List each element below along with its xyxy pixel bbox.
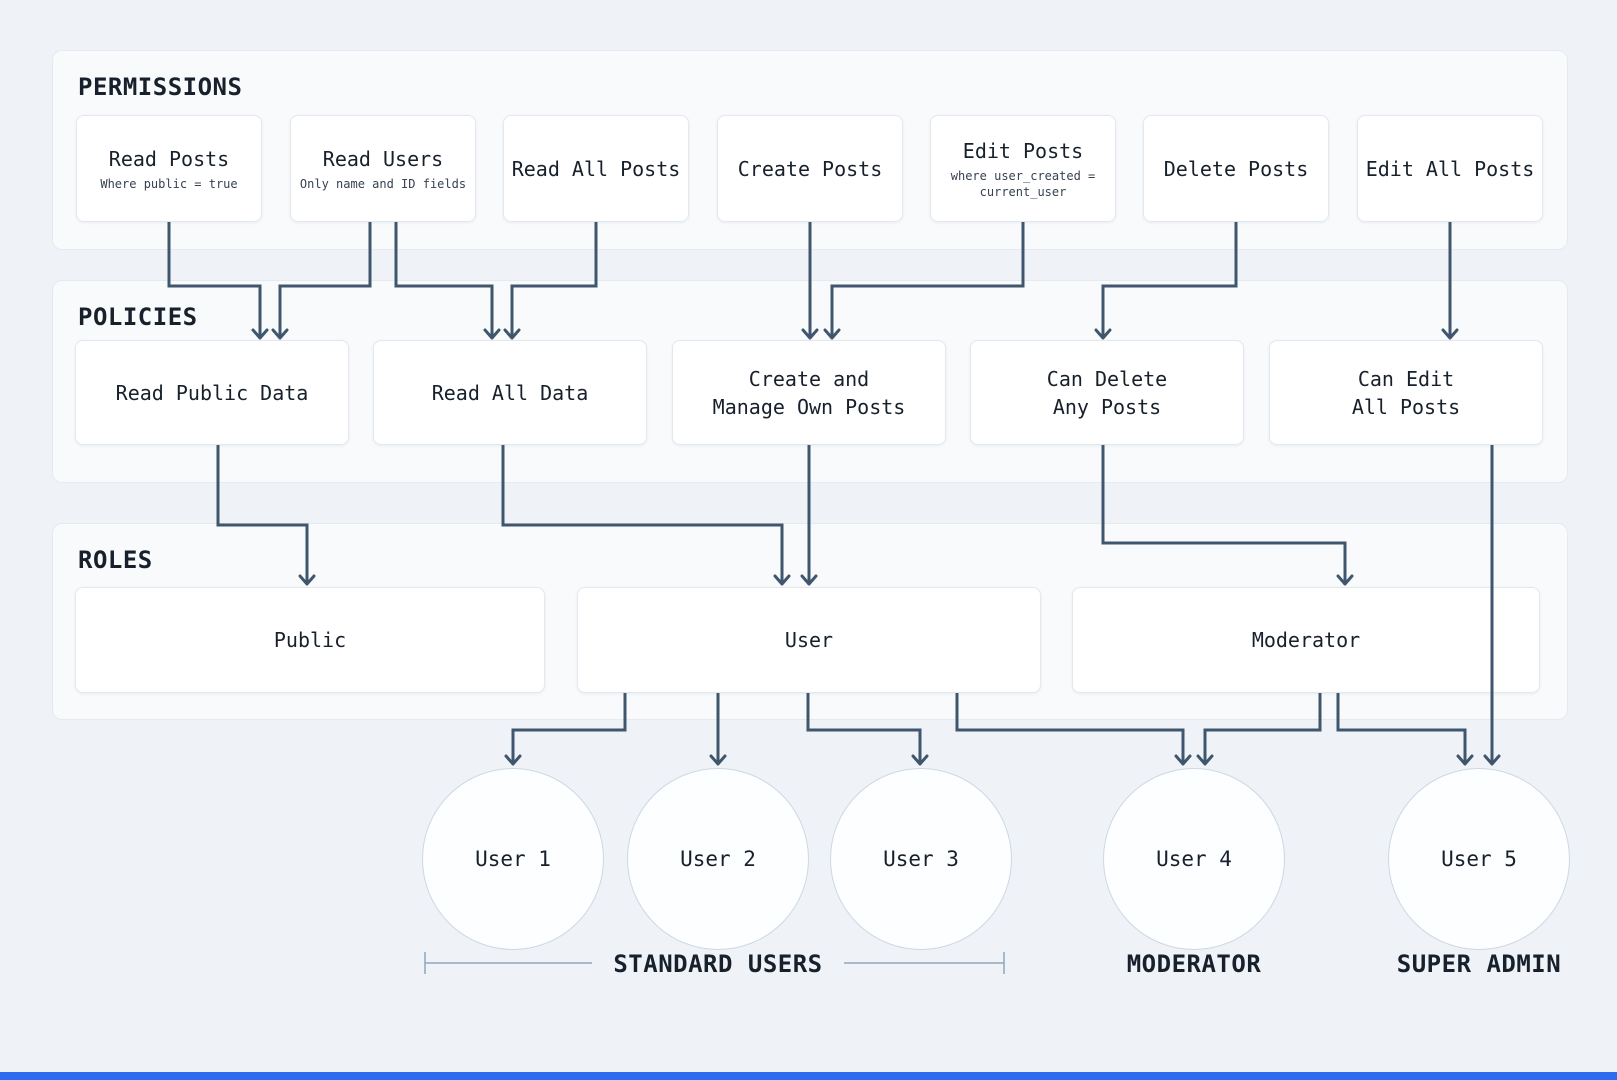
- policy-title-line1: Create and: [748, 366, 870, 391]
- permission-box-edit-all-posts: Edit All Posts: [1357, 115, 1543, 222]
- user-circle-1: User 1: [422, 768, 604, 950]
- policy-title-line1: Read All Data: [431, 380, 589, 405]
- permission-title: Delete Posts: [1163, 156, 1309, 181]
- permission-subtitle: Only name and ID fields: [299, 176, 467, 191]
- policy-box-read-all-data: Read All Data: [373, 340, 647, 445]
- permission-title: Read Posts: [108, 146, 230, 171]
- role-box-user: User: [577, 587, 1041, 693]
- permission-title: Read Users: [322, 146, 444, 171]
- permission-box-create-posts: Create Posts: [717, 115, 903, 222]
- policy-title-line1: Can Delete: [1046, 366, 1168, 391]
- user-circle-3: User 3: [830, 768, 1012, 950]
- permissions-section-title: PERMISSIONS: [78, 73, 243, 101]
- user-circle-5: User 5: [1388, 768, 1570, 950]
- role-box-public: Public: [75, 587, 545, 693]
- policy-title-line2: Any Posts: [1052, 394, 1162, 419]
- policy-title-line2: Manage Own Posts: [712, 394, 906, 419]
- bottom-accent-bar: [0, 1072, 1617, 1080]
- policy-box-create-manage-own: Create and Manage Own Posts: [672, 340, 946, 445]
- user-label: User 2: [680, 847, 756, 871]
- policy-box-can-delete-any: Can Delete Any Posts: [970, 340, 1244, 445]
- policy-title-line2: All Posts: [1351, 394, 1461, 419]
- role-title: User: [784, 628, 834, 652]
- policy-title-line1: Read Public Data: [115, 380, 309, 405]
- role-title: Moderator: [1251, 628, 1361, 652]
- group-label-super-admin: SUPER ADMIN: [1396, 950, 1562, 978]
- role-box-moderator: Moderator: [1072, 587, 1540, 693]
- user-label: User 3: [883, 847, 959, 871]
- roles-section-title: ROLES: [78, 546, 153, 574]
- policy-box-read-public-data: Read Public Data: [75, 340, 349, 445]
- permission-box-read-all-posts: Read All Posts: [503, 115, 689, 222]
- policy-box-can-edit-all: Can Edit All Posts: [1269, 340, 1543, 445]
- permission-subtitle: Where public = true: [100, 176, 238, 191]
- policy-title-line1: Can Edit: [1357, 366, 1455, 391]
- permission-box-read-users: Read Users Only name and ID fields: [290, 115, 476, 222]
- permission-title: Read All Posts: [511, 156, 681, 181]
- user-circle-4: User 4: [1103, 768, 1285, 950]
- permission-title: Edit Posts: [962, 138, 1084, 163]
- user-label: User 5: [1441, 847, 1517, 871]
- role-title: Public: [273, 628, 347, 652]
- permission-box-delete-posts: Delete Posts: [1143, 115, 1329, 222]
- permission-box-edit-posts: Edit Posts where user_created = current_…: [930, 115, 1116, 222]
- permission-subtitle-line2: current_user: [979, 184, 1067, 199]
- user-circle-2: User 2: [627, 768, 809, 950]
- permission-title: Edit All Posts: [1365, 156, 1535, 181]
- permission-box-read-posts: Read Posts Where public = true: [76, 115, 262, 222]
- permission-title: Create Posts: [737, 156, 883, 181]
- user-label: User 4: [1156, 847, 1232, 871]
- permission-subtitle-line1: where user_created =: [950, 168, 1096, 183]
- user-label: User 1: [475, 847, 551, 871]
- group-label-standard-users: STANDARD USERS: [613, 950, 823, 978]
- policies-section-title: POLICIES: [78, 303, 198, 331]
- group-label-moderator: MODERATOR: [1126, 950, 1262, 978]
